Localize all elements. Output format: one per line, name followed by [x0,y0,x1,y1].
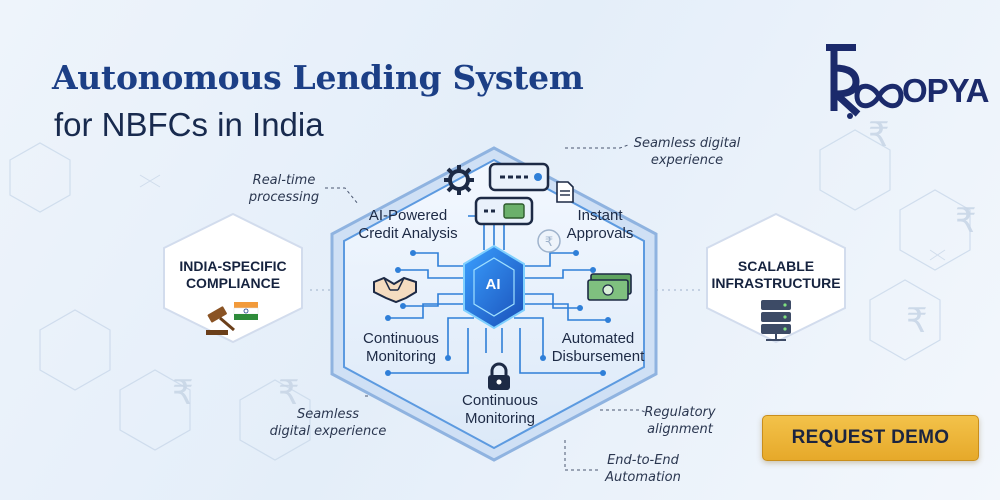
ai-core-label: AI [485,276,501,293]
page-subtitle: for NBFCs in India [54,106,324,143]
brand-logo-mark [826,44,861,119]
feature-continuous-monitoring-bottom: Continuous Monitoring [462,392,538,427]
infinity-icon [854,83,904,109]
request-demo-button[interactable]: REQUEST DEMO [762,415,979,461]
document-icon [556,181,574,203]
annotation-seamless-digital-experience-bottom: Seamless digital experience [269,407,387,439]
feature-continuous-monitoring-left: Continuous Monitoring [363,330,439,365]
svg-text:₹: ₹ [278,373,300,413]
svg-text:₹: ₹ [906,301,928,341]
svg-text:₹: ₹ [545,235,553,250]
compliance-label: INDIA-SPECIFIC COMPLIANCE [179,258,287,291]
infrastructure-hexagon [706,212,846,344]
svg-text:₹: ₹ [868,115,890,155]
svg-text:₹: ₹ [172,373,194,413]
svg-text:₹: ₹ [955,201,977,241]
brand-wordmark: OPYA [902,72,989,109]
compliance-hexagon [163,212,303,344]
ai-hub-hexagon [330,146,658,462]
annotation-real-time-processing: Real-time processing [248,173,320,205]
annotation-seamless-digital-experience-top: Seamless digital experience [633,136,741,168]
server-rack-icon [761,300,791,341]
gear-icon [444,165,474,195]
handshake-icon [373,276,417,304]
process-card-icon [488,162,550,192]
infrastructure-label: SCALABLE INFRASTRUCTURE [711,258,841,291]
annotation-end-to-end-automation: End-to-End Automation [605,453,681,485]
cash-card-icon [474,196,534,226]
lock-icon [488,362,510,390]
feature-automated-disbursement: Automated Disbursement [551,330,645,365]
page-title: Autonomous Lending System [52,58,584,97]
rupee-coin-icon: ₹ [537,229,561,253]
feature-instant-approvals: Instant Approvals [566,207,634,242]
feature-credit-analysis: AI-Powered Credit Analysis [358,207,458,242]
gavel-flag-icon [206,302,259,335]
annotation-regulatory-alignment: Regulatory alignment [644,405,716,437]
cash-stack-icon [587,273,632,301]
